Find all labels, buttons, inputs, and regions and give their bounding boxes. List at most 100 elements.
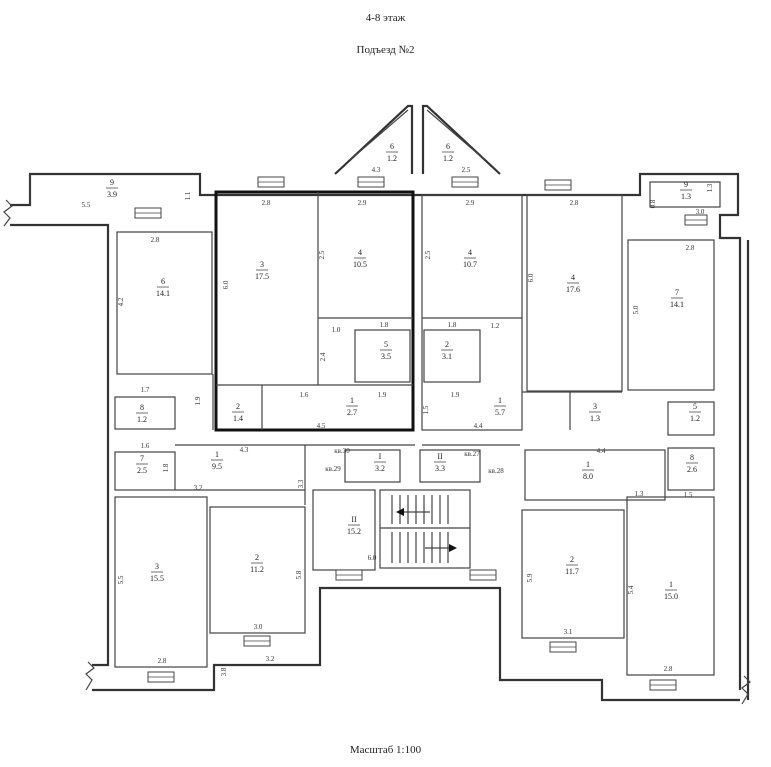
svg-text:5.5: 5.5 — [117, 575, 125, 584]
room-label: 714.1 — [670, 288, 684, 309]
svg-text:10.7: 10.7 — [463, 260, 477, 269]
windows — [134, 176, 708, 691]
highlighted-apartment — [214, 190, 415, 432]
svg-text:4: 4 — [358, 248, 362, 257]
svg-text:1.8: 1.8 — [162, 463, 170, 472]
svg-text:1.3: 1.3 — [681, 192, 691, 201]
svg-text:4: 4 — [468, 248, 472, 257]
room-label: 21.4 — [232, 402, 244, 423]
svg-text:3: 3 — [593, 402, 597, 411]
svg-text:15.0: 15.0 — [664, 592, 678, 601]
svg-text:1.5: 1.5 — [684, 491, 693, 499]
svg-text:6: 6 — [446, 142, 450, 151]
room-label: II3.3 — [434, 452, 446, 473]
svg-text:10.5: 10.5 — [353, 260, 367, 269]
svg-text:1.0: 1.0 — [332, 326, 341, 334]
svg-text:17.5: 17.5 — [255, 272, 269, 281]
svg-text:3.1: 3.1 — [442, 352, 452, 361]
svg-text:6: 6 — [161, 277, 165, 286]
svg-text:6: 6 — [390, 142, 394, 151]
svg-text:1.1: 1.1 — [184, 191, 192, 200]
apartment-label: кв.29 — [325, 465, 341, 473]
svg-text:3.0: 3.0 — [254, 623, 263, 631]
svg-text:2.7: 2.7 — [347, 408, 357, 417]
room-label: 211.7 — [565, 555, 579, 576]
stair-hall — [305, 444, 520, 571]
svg-text:17.6: 17.6 — [566, 285, 580, 294]
room-label: 115.0 — [664, 580, 678, 601]
svg-text:1.7: 1.7 — [141, 386, 150, 394]
svg-text:4.4: 4.4 — [474, 422, 483, 430]
svg-text:5.8: 5.8 — [295, 570, 303, 579]
svg-text:1.4: 1.4 — [233, 414, 243, 423]
room-label: 53.5 — [380, 340, 392, 361]
room-label: 15.7 — [494, 396, 506, 417]
svg-text:8: 8 — [140, 403, 144, 412]
svg-text:II: II — [351, 515, 357, 524]
svg-text:3.2: 3.2 — [375, 464, 385, 473]
svg-text:1.9: 1.9 — [194, 396, 202, 405]
apartment-labels: кв.30 кв.29 кв.27 кв.28 — [325, 447, 504, 475]
svg-text:4: 4 — [571, 273, 575, 282]
svg-text:1: 1 — [498, 396, 502, 405]
svg-text:3.9: 3.9 — [107, 190, 117, 199]
svg-text:1.3: 1.3 — [635, 490, 644, 498]
svg-text:6.0: 6.0 — [222, 280, 230, 289]
walls-left-block — [114, 231, 306, 668]
svg-text:2.8: 2.8 — [570, 199, 579, 207]
break-marks — [3, 199, 751, 705]
svg-text:1.3: 1.3 — [590, 414, 600, 423]
svg-text:7: 7 — [140, 454, 144, 463]
room-label: 61.2 — [442, 142, 454, 163]
room-label: 211.2 — [250, 553, 264, 574]
apartment-label: кв.30 — [334, 447, 350, 455]
svg-text:9: 9 — [684, 180, 688, 189]
svg-text:8: 8 — [690, 453, 694, 462]
svg-text:7: 7 — [675, 288, 679, 297]
svg-text:2.5: 2.5 — [424, 250, 432, 259]
outer-walls — [10, 172, 750, 702]
svg-text:1.6: 1.6 — [300, 391, 309, 399]
svg-text:3: 3 — [260, 260, 264, 269]
room-label: 81.2 — [136, 403, 148, 424]
svg-text:3.3: 3.3 — [297, 479, 305, 488]
svg-text:2.9: 2.9 — [358, 199, 367, 207]
room-label: 23.1 — [441, 340, 453, 361]
svg-text:9: 9 — [110, 178, 114, 187]
svg-text:1.9: 1.9 — [451, 391, 460, 399]
walls-center-right — [421, 194, 623, 431]
svg-text:2.8: 2.8 — [686, 244, 695, 252]
svg-text:4.4: 4.4 — [597, 447, 606, 455]
svg-text:2: 2 — [445, 340, 449, 349]
svg-text:6.0: 6.0 — [527, 273, 535, 282]
svg-text:6.0: 6.0 — [368, 554, 377, 562]
room-labels: 93.9 614.1 317.5 410.5 53.5 21.4 12.7 81… — [106, 142, 701, 601]
svg-text:2: 2 — [255, 553, 259, 562]
svg-text:2: 2 — [236, 402, 240, 411]
svg-text:1.2: 1.2 — [387, 154, 397, 163]
svg-text:1.9: 1.9 — [378, 391, 387, 399]
svg-text:2.8: 2.8 — [262, 199, 271, 207]
svg-text:4.5: 4.5 — [317, 422, 326, 430]
svg-text:3.1: 3.1 — [564, 628, 573, 636]
room-label: 417.6 — [566, 273, 580, 294]
walls-right-block — [521, 181, 721, 676]
svg-text:3.8: 3.8 — [220, 667, 228, 676]
svg-text:2.6: 2.6 — [687, 465, 697, 474]
svg-text:2.5: 2.5 — [462, 166, 471, 174]
room-label: 19.5 — [211, 450, 223, 471]
svg-text:5.9: 5.9 — [526, 573, 534, 582]
room-label: 614.1 — [156, 277, 170, 298]
svg-text:2.5: 2.5 — [137, 466, 147, 475]
svg-text:2.8: 2.8 — [664, 665, 673, 673]
room-label: 61.2 — [386, 142, 398, 163]
scale-caption: Масштаб 1:100 — [349, 744, 422, 756]
room-label: 410.7 — [463, 248, 477, 269]
svg-text:5: 5 — [693, 402, 697, 411]
svg-text:9.5: 9.5 — [212, 462, 222, 471]
svg-text:1.2: 1.2 — [491, 322, 500, 330]
svg-text:5.0: 5.0 — [632, 305, 640, 314]
svg-text:4.3: 4.3 — [240, 446, 249, 454]
svg-text:14.1: 14.1 — [156, 289, 170, 298]
